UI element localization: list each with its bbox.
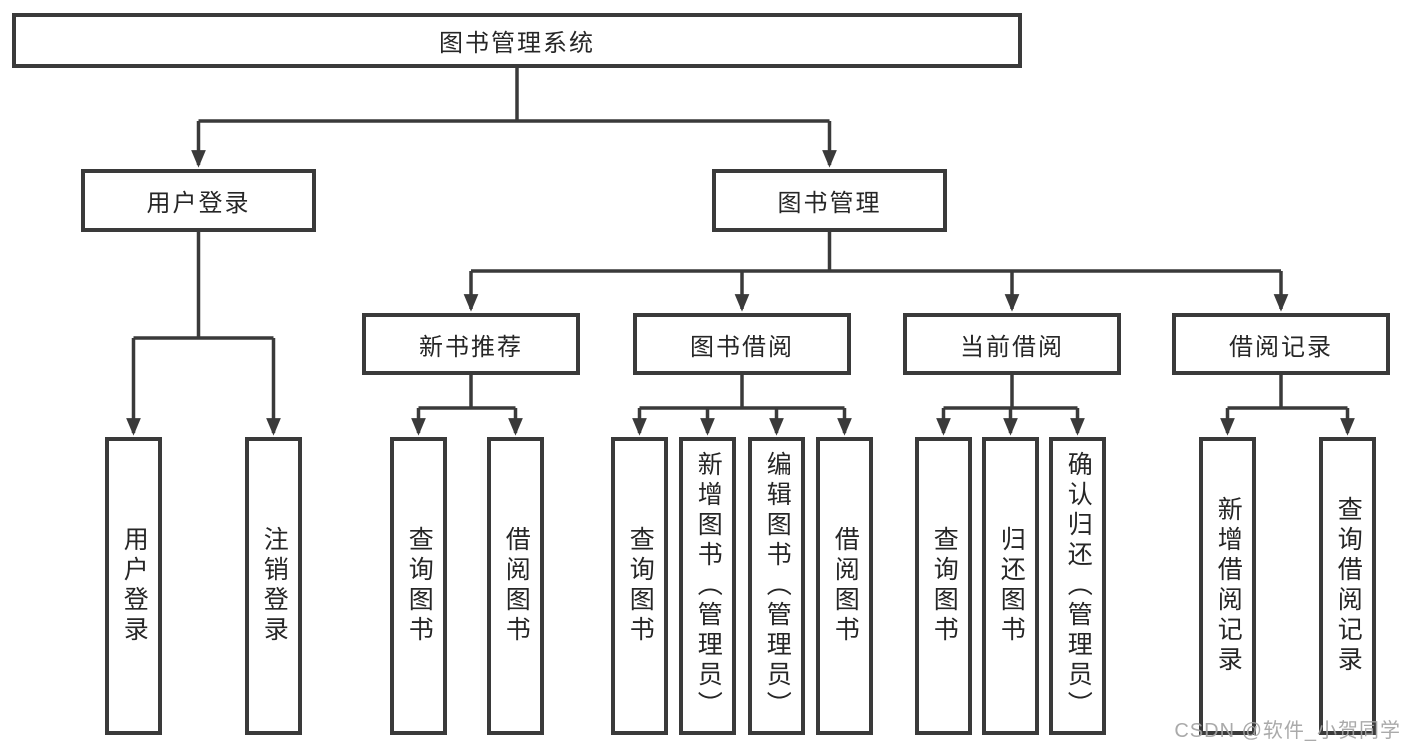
branch-spine [1227, 375, 1348, 410]
node-recommend-borrow-books: 借阅图书 [487, 437, 544, 735]
connector-current-branch [936, 375, 1085, 436]
node-current-return-book: 归还图书 [982, 437, 1039, 735]
connector-records-branch [1220, 375, 1355, 436]
node-records-add-record: 新增借阅记录 [1199, 437, 1256, 735]
node-recommend-query-books: 查询图书 [390, 437, 447, 735]
branch-spine [133, 232, 274, 340]
node-current-confirm-return-admin: 确认归还（管理员） [1049, 437, 1106, 735]
branch-spine [639, 375, 845, 410]
connector-root-branch [191, 68, 837, 168]
csdn-watermark: CSDN @软件_小贺同学 [1174, 720, 1401, 742]
node-logout-leaf: 注销登录 [245, 437, 302, 735]
connector-login-branch [126, 232, 281, 436]
connector-management-branch [463, 232, 1289, 312]
branch-spine [471, 232, 1281, 273]
node-current-borrowing: 当前借阅 [903, 313, 1121, 375]
node-root: 图书管理系统 [12, 13, 1022, 68]
node-current-query-books: 查询图书 [915, 437, 972, 735]
node-book-borrowing: 图书借阅 [633, 313, 851, 375]
connector-recommend-branch [411, 375, 523, 436]
node-book-management: 图书管理 [712, 169, 947, 232]
node-user-login-leaf: 用户登录 [105, 437, 162, 735]
node-borrowing-query-books: 查询图书 [611, 437, 668, 735]
node-borrowing-records: 借阅记录 [1172, 313, 1390, 375]
node-borrowing-borrow-books: 借阅图书 [816, 437, 873, 735]
branch-spine [198, 68, 830, 123]
node-borrowing-add-book-admin: 新增图书（管理员） [679, 437, 736, 735]
node-new-book-recommend: 新书推荐 [362, 313, 580, 375]
branch-spine [418, 375, 516, 410]
node-user-login: 用户登录 [81, 169, 316, 232]
node-records-query-record: 查询借阅记录 [1319, 437, 1376, 735]
branch-spine [943, 375, 1078, 410]
connector-borrowing-branch [632, 375, 852, 436]
node-borrowing-edit-book-admin: 编辑图书（管理员） [748, 437, 805, 735]
